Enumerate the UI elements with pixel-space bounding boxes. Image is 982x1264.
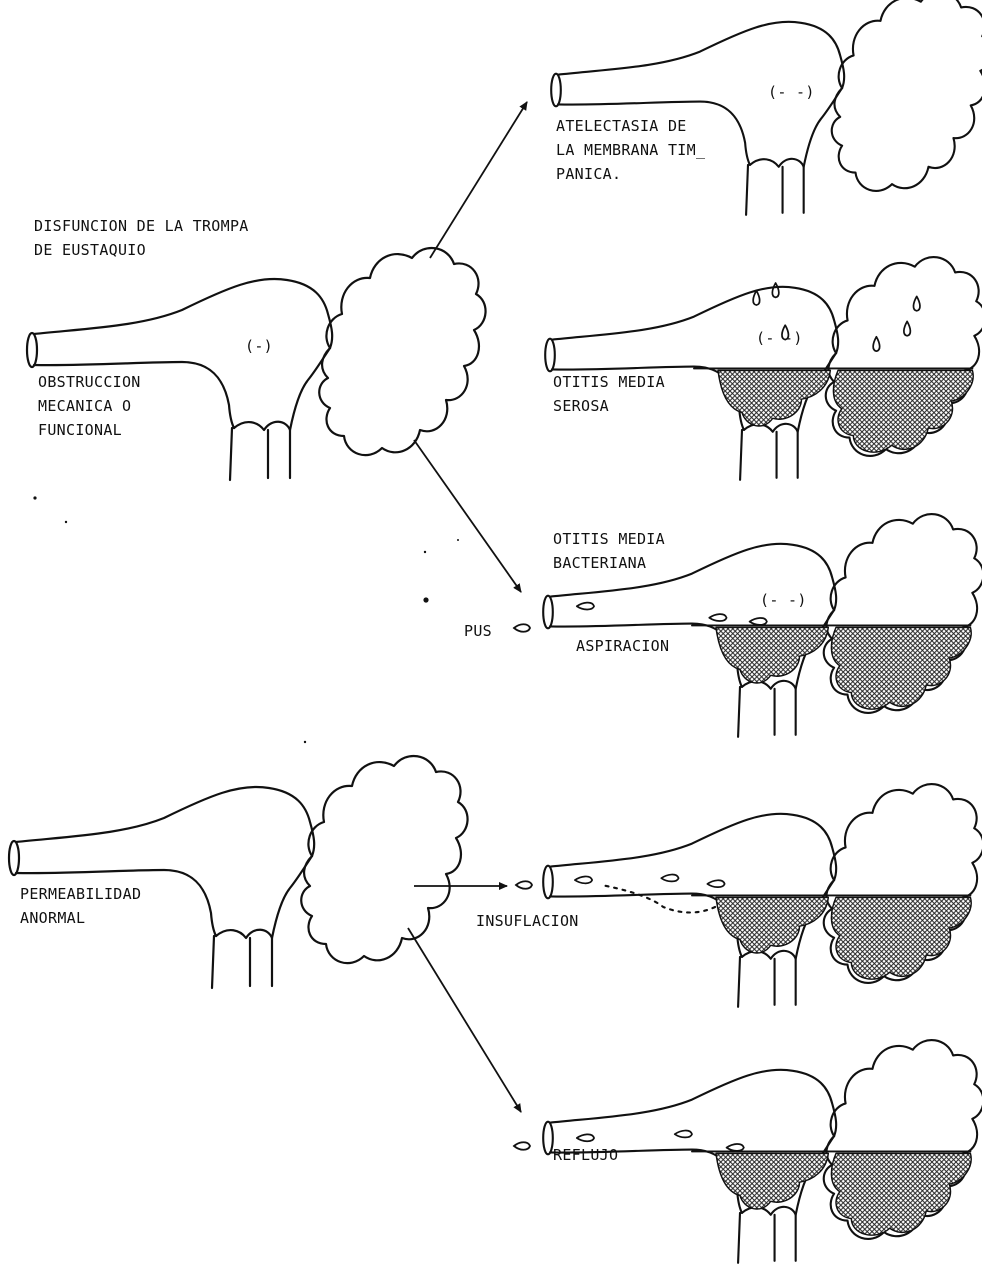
serous-label: OTITIS MEDIA SEROSA <box>553 370 665 418</box>
ear-abnormal-permeability <box>9 756 468 988</box>
tube-opening <box>551 74 561 107</box>
secretion-drop <box>750 618 767 625</box>
secretion-drop <box>577 603 594 610</box>
aspiration-label: ASPIRACION <box>576 634 669 658</box>
bacterial-label: OTITIS MEDIA BACTERIANA <box>553 527 665 575</box>
tube-opening <box>543 596 553 629</box>
neck-outline <box>740 430 798 480</box>
middle-ear-outline <box>550 1070 836 1136</box>
pressure-label-atelectasis: (- -) <box>768 80 815 104</box>
effusion-mastoid <box>831 627 971 709</box>
middle-ear-outline <box>550 814 836 880</box>
obstruction-label: OBSTRUCCION MECANICA O FUNCIONAL <box>38 370 141 442</box>
effusion-mastoid <box>831 897 971 979</box>
secretion-drop <box>709 614 726 621</box>
secretion-drop <box>727 1144 744 1151</box>
insufflation-path <box>606 886 719 913</box>
middle-ear-outline <box>34 279 332 348</box>
effusion-mastoid <box>831 1153 971 1235</box>
atelectasis-label: ATELECTASIA DE LA MEMBRANA TIM_ PANICA. <box>556 114 705 186</box>
fluid-droplet <box>904 321 910 335</box>
pressure-label-serous: (- -) <box>756 326 803 350</box>
secretion-drop <box>577 1134 594 1141</box>
external-drop <box>516 881 532 889</box>
effusion-middle-ear <box>716 1153 828 1209</box>
scan-speck <box>304 741 306 743</box>
neck-outline <box>738 957 796 1007</box>
scan-speck <box>457 539 459 541</box>
secretion-drop <box>575 876 592 883</box>
reflux-label: REFLUJO <box>553 1143 618 1167</box>
effusion-middle-ear <box>718 370 830 426</box>
tube-opening <box>543 866 553 899</box>
tube-opening <box>543 1122 553 1155</box>
tube-opening <box>545 339 555 372</box>
middle-ear-outline <box>16 787 314 856</box>
neck-outline <box>230 428 290 480</box>
scan-speck <box>33 496 36 499</box>
external-drop <box>514 624 530 632</box>
effusion-mastoid <box>833 370 973 452</box>
arrow-to-bacterial <box>414 440 521 592</box>
ear-insufflation <box>543 784 982 1007</box>
arrow-to-atelectasis <box>430 102 527 258</box>
tube-opening <box>27 333 37 367</box>
secretion-drop <box>661 875 678 882</box>
pressure-label-bacterial: (- -) <box>760 588 807 612</box>
effusion-middle-ear <box>716 897 828 953</box>
mastoid-cells <box>832 0 982 191</box>
neck-outline <box>746 165 804 215</box>
secretion-drop <box>707 880 724 887</box>
external-drop <box>514 1142 530 1150</box>
fluid-droplet <box>913 296 919 310</box>
mastoid-cells <box>319 248 485 455</box>
pressure-label-normal: (-) <box>245 334 273 358</box>
insufflation-label: INSUFLACION <box>476 909 579 933</box>
dysfunction-title: DISFUNCION DE LA TROMPA DE EUSTAQUIO <box>34 214 249 262</box>
neck-outline <box>738 687 796 737</box>
permeability-label: PERMEABILIDAD ANORMAL <box>20 882 141 930</box>
hypotympanum-outline <box>234 348 330 430</box>
hypotympanum-outline <box>216 856 312 938</box>
ear-serous-otitis <box>545 257 982 480</box>
effusion-middle-ear <box>716 627 828 683</box>
scan-speck <box>65 521 67 523</box>
neck-outline <box>738 1213 796 1263</box>
scan-speck <box>423 597 428 602</box>
tube-opening <box>9 841 19 875</box>
pus-label: PUS <box>464 619 492 643</box>
neck-outline <box>212 936 272 988</box>
middle-ear-outline <box>558 22 844 88</box>
arrow-to-reflux <box>408 928 521 1112</box>
fluid-droplet <box>772 283 778 297</box>
mastoid-cells <box>301 756 467 963</box>
middle-ear-floor <box>550 894 742 957</box>
fluid-droplet <box>873 337 879 351</box>
secretion-drop <box>675 1131 692 1138</box>
fluid-droplet <box>753 291 759 305</box>
scan-speck <box>424 551 426 553</box>
